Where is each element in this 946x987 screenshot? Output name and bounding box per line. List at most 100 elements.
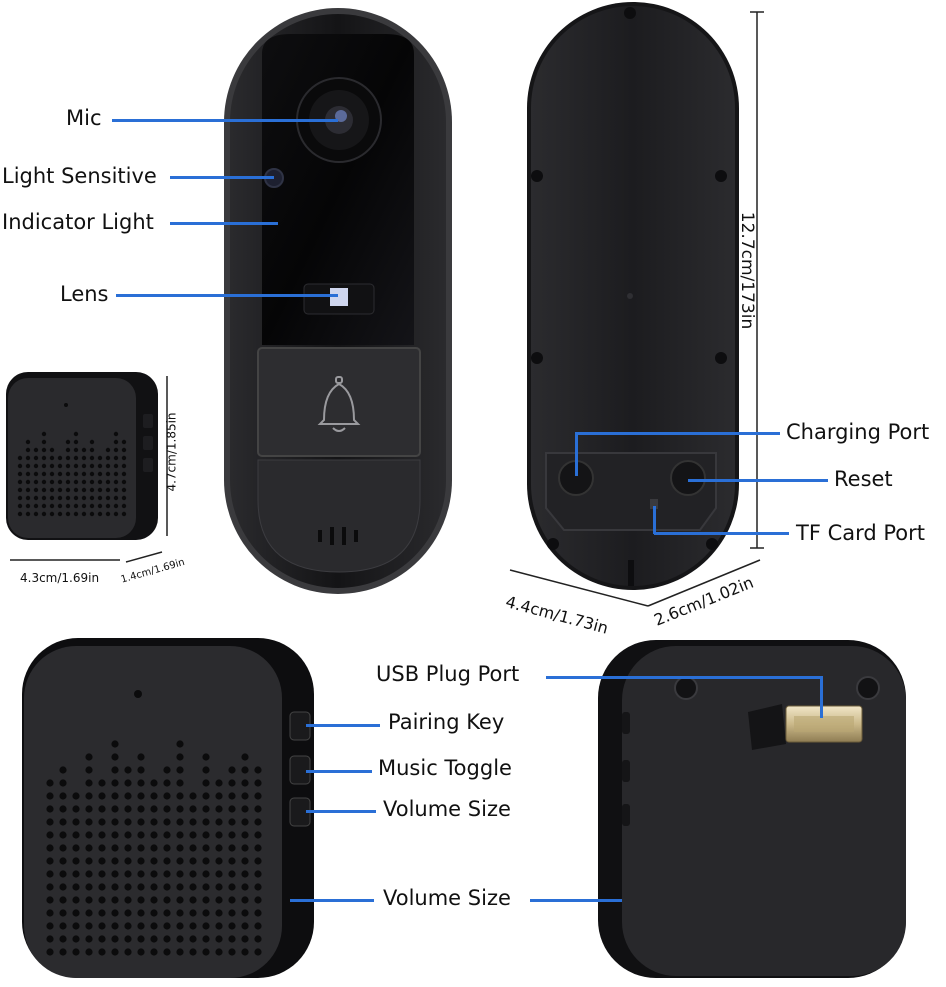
speaker-hole xyxy=(46,792,54,800)
speaker-hole xyxy=(124,779,132,787)
speaker-hole xyxy=(228,896,236,904)
speaker-hole xyxy=(202,896,210,904)
speaker-hole xyxy=(241,844,249,852)
speaker-hole xyxy=(73,463,79,469)
speaker-hole xyxy=(65,487,71,493)
speaker-hole xyxy=(49,511,55,517)
speaker-hole xyxy=(163,883,171,891)
speaker-hole xyxy=(228,831,236,839)
speaker-hole xyxy=(111,922,119,930)
speaker-hole xyxy=(57,479,63,485)
speaker-hole xyxy=(17,479,23,485)
speaker-hole xyxy=(121,495,127,501)
speaker-hole xyxy=(121,503,127,509)
leader-light-sensitive xyxy=(170,176,274,179)
speaker-hole xyxy=(150,831,158,839)
speaker-hole xyxy=(89,439,95,445)
speaker-hole xyxy=(215,948,223,956)
speaker-hole xyxy=(105,503,111,509)
speaker-hole xyxy=(241,779,249,787)
speaker-hole xyxy=(176,935,184,943)
speaker-hole xyxy=(113,455,119,461)
speaker-hole xyxy=(111,818,119,826)
speaker-hole xyxy=(72,948,80,956)
speaker-hole xyxy=(85,805,93,813)
speaker-hole xyxy=(49,447,55,453)
speaker-hole xyxy=(98,818,106,826)
speaker-hole xyxy=(254,805,262,813)
speaker-hole xyxy=(59,792,67,800)
speaker-hole xyxy=(81,503,87,509)
speaker-hole xyxy=(59,831,67,839)
speaker-hole xyxy=(98,857,106,865)
speaker-hole xyxy=(72,896,80,904)
speaker-hole xyxy=(150,805,158,813)
speaker-hole xyxy=(73,511,79,517)
speaker-hole xyxy=(137,805,145,813)
speaker-hole xyxy=(73,503,79,509)
speaker-hole xyxy=(150,883,158,891)
speaker-hole xyxy=(121,487,127,493)
speaker-hole xyxy=(176,844,184,852)
speaker-hole xyxy=(72,844,80,852)
speaker-hole xyxy=(97,511,103,517)
speaker-hole xyxy=(98,935,106,943)
speaker-hole xyxy=(254,831,262,839)
speaker-hole xyxy=(176,857,184,865)
receiver-large xyxy=(22,638,314,978)
speaker-hole xyxy=(41,447,47,453)
speaker-hole xyxy=(228,870,236,878)
label-reset: Reset xyxy=(834,467,893,491)
speaker-hole xyxy=(241,766,249,774)
speaker-hole xyxy=(98,870,106,878)
speaker-hole xyxy=(163,935,171,943)
speaker-hole xyxy=(113,495,119,501)
speaker-hole xyxy=(59,922,67,930)
speaker-hole xyxy=(241,792,249,800)
speaker-hole xyxy=(46,831,54,839)
speaker-hole xyxy=(85,831,93,839)
speaker-hole xyxy=(73,431,79,437)
speaker-hole xyxy=(89,463,95,469)
speaker-hole xyxy=(85,753,93,761)
speaker-hole xyxy=(124,792,132,800)
speaker-hole xyxy=(81,479,87,485)
speaker-hole xyxy=(33,455,39,461)
leader-volume-size xyxy=(306,810,376,813)
speaker-hole xyxy=(41,439,47,445)
speaker-hole xyxy=(49,471,55,477)
leader-usb xyxy=(546,676,822,679)
speaker-hole xyxy=(228,909,236,917)
speaker-hole xyxy=(98,948,106,956)
speaker-hole xyxy=(189,805,197,813)
speaker-hole xyxy=(111,805,119,813)
receiver-usb xyxy=(598,640,906,978)
speaker-hole xyxy=(49,455,55,461)
speaker-hole xyxy=(98,831,106,839)
speaker-hole xyxy=(105,471,111,477)
speaker-hole xyxy=(98,909,106,917)
speaker-hole xyxy=(33,495,39,501)
speaker-hole xyxy=(137,818,145,826)
dim-receiver-height: 4.7cm/1.85in xyxy=(164,412,179,492)
speaker-hole xyxy=(57,503,63,509)
speaker-hole xyxy=(121,463,127,469)
speaker-hole xyxy=(81,463,87,469)
dim-receiver-width: 4.3cm/1.69in xyxy=(20,571,100,585)
speaker-hole xyxy=(59,805,67,813)
speaker-hole xyxy=(137,909,145,917)
speaker-hole xyxy=(25,463,31,469)
speaker-hole xyxy=(202,883,210,891)
speaker-hole xyxy=(25,479,31,485)
speaker-hole xyxy=(73,447,79,453)
speaker-hole xyxy=(189,948,197,956)
speaker-hole xyxy=(41,487,47,493)
speaker-hole xyxy=(46,883,54,891)
speaker-hole xyxy=(189,870,197,878)
speaker-hole xyxy=(25,495,31,501)
speaker-hole xyxy=(163,779,171,787)
speaker-hole xyxy=(163,792,171,800)
speaker-hole xyxy=(111,740,119,748)
speaker-hole xyxy=(189,831,197,839)
